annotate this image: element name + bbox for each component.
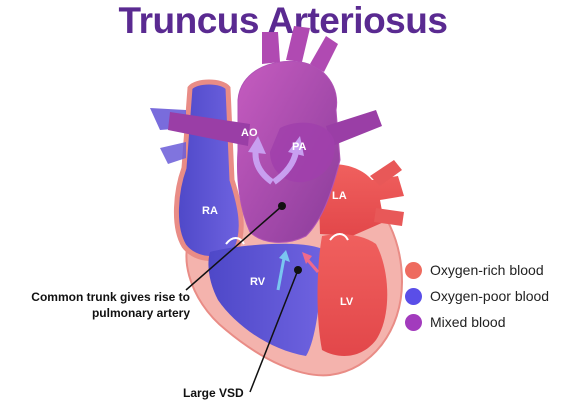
callout-dot-vsd — [294, 266, 302, 274]
legend-item-oxygen-poor: Oxygen-poor blood — [405, 284, 549, 308]
label-rv: RV — [250, 276, 266, 288]
flow-arrow-ao-head-icon — [248, 136, 266, 154]
label-pa: PA — [292, 141, 307, 153]
mitral-valve — [329, 233, 349, 241]
right-pulmonary-vein — [370, 160, 402, 186]
flow-arrow-pa-head-icon — [288, 136, 304, 156]
pulmonary-artery-right-branch — [326, 110, 382, 146]
legend-dot-oxygen-poor-icon — [405, 287, 422, 305]
callout-large-vsd: Large VSD — [183, 386, 244, 400]
callout-common-trunk-line1: Common trunk gives rise to — [31, 290, 190, 304]
label-lv: LV — [340, 296, 354, 308]
legend-item-oxygen-rich: Oxygen-rich blood — [405, 258, 549, 282]
label-ra: RA — [202, 205, 218, 217]
label-la: LA — [332, 190, 347, 202]
legend: Oxygen-rich blood Oxygen-poor blood Mixe… — [405, 258, 549, 336]
left-pulmonary-vessel-2 — [160, 142, 186, 164]
aortic-branch-3 — [310, 36, 338, 72]
legend-item-mixed: Mixed blood — [405, 310, 549, 334]
callout-common-trunk-line2: pulmonary artery — [91, 306, 190, 320]
callout-line-vsd — [249, 269, 299, 393]
flow-arrow-rv-icon — [276, 257, 286, 291]
pulmonary-artery-left-branch — [168, 112, 250, 146]
callout-common-trunk: Common trunk gives rise to pulmonary art… — [0, 289, 190, 321]
label-ao: AO — [241, 127, 258, 139]
page-title: Truncus Arteriosus — [118, 0, 448, 41]
left-ventricle — [317, 234, 388, 356]
aortic-branch-2 — [286, 26, 310, 62]
tricuspid-valve — [225, 237, 245, 245]
flow-arrow-pa-icon — [272, 151, 299, 185]
legend-dot-mixed-icon — [405, 313, 422, 331]
superior-vena-cava — [174, 79, 244, 262]
aortic-branch-1 — [262, 32, 280, 64]
right-pulmonary-vein-2 — [374, 208, 404, 226]
callout-line-trunk — [185, 205, 283, 291]
flow-arrow-lv-head-icon — [302, 252, 312, 264]
legend-dot-oxygen-rich-icon — [405, 261, 422, 279]
callout-dot-trunk — [278, 202, 286, 210]
legend-label-mixed: Mixed blood — [430, 314, 506, 330]
legend-label-oxygen-poor: Oxygen-poor blood — [430, 288, 550, 304]
flow-arrow-rv-head-icon — [279, 250, 290, 262]
legend-label-oxygen-rich: Oxygen-rich blood — [430, 262, 544, 278]
